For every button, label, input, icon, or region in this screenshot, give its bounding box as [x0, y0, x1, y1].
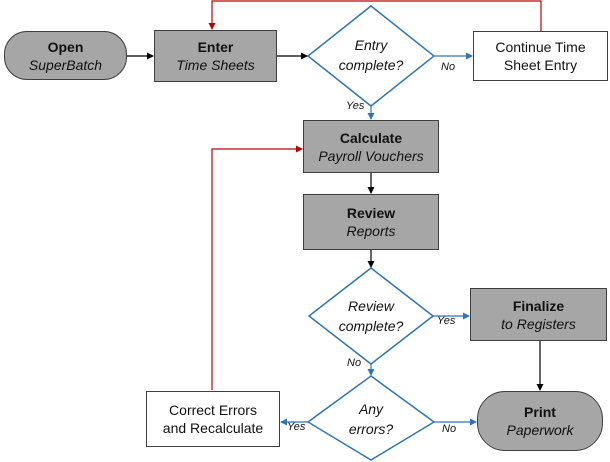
node-title: Enter — [197, 39, 234, 55]
node-title: Open — [47, 38, 84, 55]
arrow-correct-loop-to-calculate — [211, 145, 303, 390]
node-title: Print — [524, 404, 556, 420]
any-errors-label: Any errors? — [348, 401, 394, 437]
node-subtitle: Payroll Vouchers — [318, 147, 424, 164]
entry-complete-label: Entry complete? — [338, 37, 404, 73]
edge-label-errors-no: No — [442, 423, 457, 435]
edge-label-entry-no: No — [441, 61, 456, 73]
node-title: Review — [346, 205, 396, 221]
continue-time-sheet-entry-node: Continue Time Sheet Entry — [473, 31, 608, 81]
calculate-payroll-vouchers-node: Calculate Payroll Vouchers — [303, 120, 439, 173]
edge-label-errors-yes: Yes — [287, 421, 306, 433]
decision-any-errors — [306, 375, 436, 461]
edge-label-entry-yes: Yes — [346, 100, 365, 112]
node-subtitle: Paperwork — [506, 422, 574, 438]
node-subtitle: Reports — [346, 223, 396, 239]
node-subtitle: Time Sheets — [176, 57, 255, 73]
edge-label-review-yes: Yes — [437, 315, 456, 327]
correct-errors-node: Correct Errors and Recalculate — [146, 391, 280, 447]
open-superbatch-node: Open SuperBatch — [4, 31, 127, 80]
node-title: Finalize — [512, 297, 565, 314]
edge-label-review-no: No — [347, 357, 362, 369]
arrow-continue-loop-to-enter — [208, 0, 542, 31]
review-complete-label: Review complete? — [338, 298, 404, 334]
node-title: Calculate — [339, 129, 403, 146]
enter-time-sheets-node: Enter Time Sheets — [154, 30, 277, 82]
node-subtitle: SuperBatch — [28, 56, 103, 73]
node-subtitle: to Registers — [501, 315, 576, 332]
review-reports-node: Review Reports — [303, 194, 439, 250]
print-paperwork-node: Print Paperwork — [477, 391, 603, 451]
finalize-to-registers-node: Finalize to Registers — [470, 288, 607, 341]
